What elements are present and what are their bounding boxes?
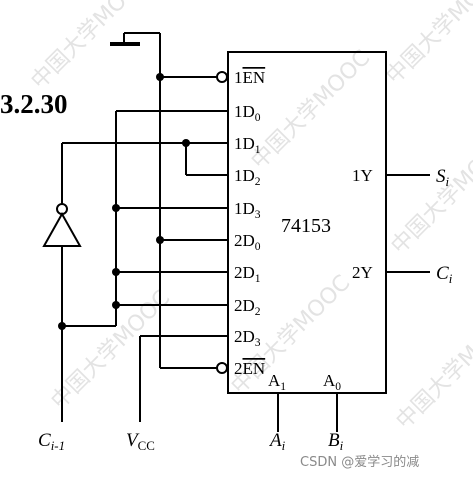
- inverter-icon: [42, 211, 82, 247]
- signal-a-in: Ai: [268, 430, 286, 453]
- pin-label-1en: 1EN: [234, 68, 265, 87]
- pin-label-2d3: 2D3: [234, 327, 261, 349]
- pin-label-2d0: 2D0: [234, 231, 261, 253]
- pin-label-2y: 2Y: [352, 263, 373, 282]
- signal-c-out: Ci: [436, 263, 453, 286]
- pin-label-1d1: 1D1: [234, 134, 261, 156]
- bubble-1en-icon: [216, 71, 228, 83]
- pin-label-2en: 2EN: [234, 359, 265, 378]
- pin-label-a1: A1: [268, 371, 286, 393]
- pin-label-a0: A0: [323, 371, 341, 393]
- junction-dot: [112, 204, 120, 212]
- pin-label-1d0: 1D0: [234, 102, 261, 124]
- bubble-2en-icon: [216, 362, 228, 374]
- figure-label: 3.2.30: [0, 89, 68, 119]
- chip-pin-labels: 1EN 1D0 1D1 1D2 1D3 2D0 2D1 2D2 2D3 2EN 1Y 2Y A1 A0: [234, 68, 373, 393]
- chip-body: [227, 51, 387, 394]
- watermark: 中国大学MOOC: [247, 46, 376, 175]
- chip-name: 74153: [281, 215, 331, 237]
- pin-label-1y: 1Y: [352, 166, 373, 185]
- junction-dot: [156, 236, 164, 244]
- watermark: 中国大学MOOC: [382, 0, 473, 89]
- watermark: 中国大学MOOC: [27, 0, 156, 94]
- junction-dot: [58, 322, 66, 330]
- signal-s-out: Si: [436, 166, 450, 189]
- pin-label-1d3: 1D3: [234, 199, 261, 221]
- pin-label-1d2: 1D2: [234, 166, 261, 188]
- watermark: 中国大学MOOC: [392, 306, 473, 435]
- junction-dot: [182, 139, 190, 147]
- pin-label-2d1: 2D1: [234, 263, 261, 285]
- signal-vcc: VCC: [126, 430, 155, 453]
- watermark: 中国大学MOOC: [387, 131, 473, 260]
- pin-label-2d2: 2D2: [234, 296, 261, 318]
- junction-dot: [156, 73, 164, 81]
- junction-dots: [58, 73, 190, 330]
- junction-dot: [112, 268, 120, 276]
- footer-credit: CSDN @爱学习的减: [300, 454, 419, 470]
- signal-c-in: Ci-1: [38, 430, 65, 453]
- junction-dot: [112, 301, 120, 309]
- signal-b-in: Bi: [328, 430, 344, 453]
